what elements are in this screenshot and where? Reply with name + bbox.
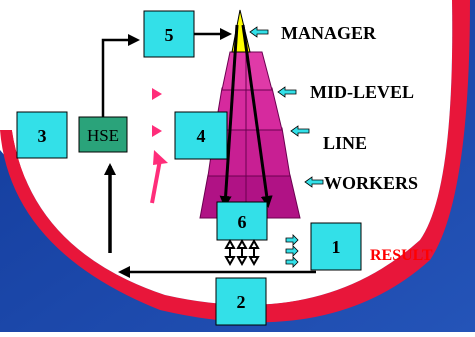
- pink-triangle-marker-upper: [152, 88, 162, 100]
- midlevel-pointer: [277, 86, 297, 98]
- cyan-small-arrows: [285, 234, 299, 268]
- hse-box: [78, 116, 128, 153]
- manager-pointer: [249, 26, 269, 38]
- arrow-hse-to-5: [101, 34, 140, 117]
- apex-to-6-arrow-right: [241, 24, 273, 208]
- triple-double-arrows: [224, 238, 260, 267]
- pink-triangle-marker-lower: [152, 125, 162, 137]
- box-1: [310, 222, 362, 271]
- box-3: [16, 111, 68, 159]
- hse-label: HSE: [87, 126, 119, 145]
- workers-label: WORKERS: [324, 173, 418, 193]
- box-4-label: 4: [197, 126, 206, 146]
- box-1-label: 1: [332, 237, 341, 257]
- result-label: RESULT: [370, 247, 433, 264]
- box-5-label: 5: [165, 25, 174, 45]
- line-label: LINE: [323, 133, 367, 153]
- apex-to-6-arrow-left: [219, 24, 239, 208]
- box-3-label: 3: [38, 126, 47, 146]
- box-6-label: 6: [238, 212, 247, 232]
- pink-up-arrow: [150, 159, 162, 204]
- box-2: [215, 277, 267, 326]
- workers-pointer: [304, 176, 324, 188]
- manager-label: MANAGER: [281, 23, 377, 43]
- box-2-label: 2: [237, 292, 246, 312]
- midlevel-label: MID-LEVEL: [310, 82, 414, 102]
- box-4: [174, 111, 228, 160]
- pink-up-arrowhead: [153, 150, 168, 165]
- line-pointer: [290, 125, 310, 137]
